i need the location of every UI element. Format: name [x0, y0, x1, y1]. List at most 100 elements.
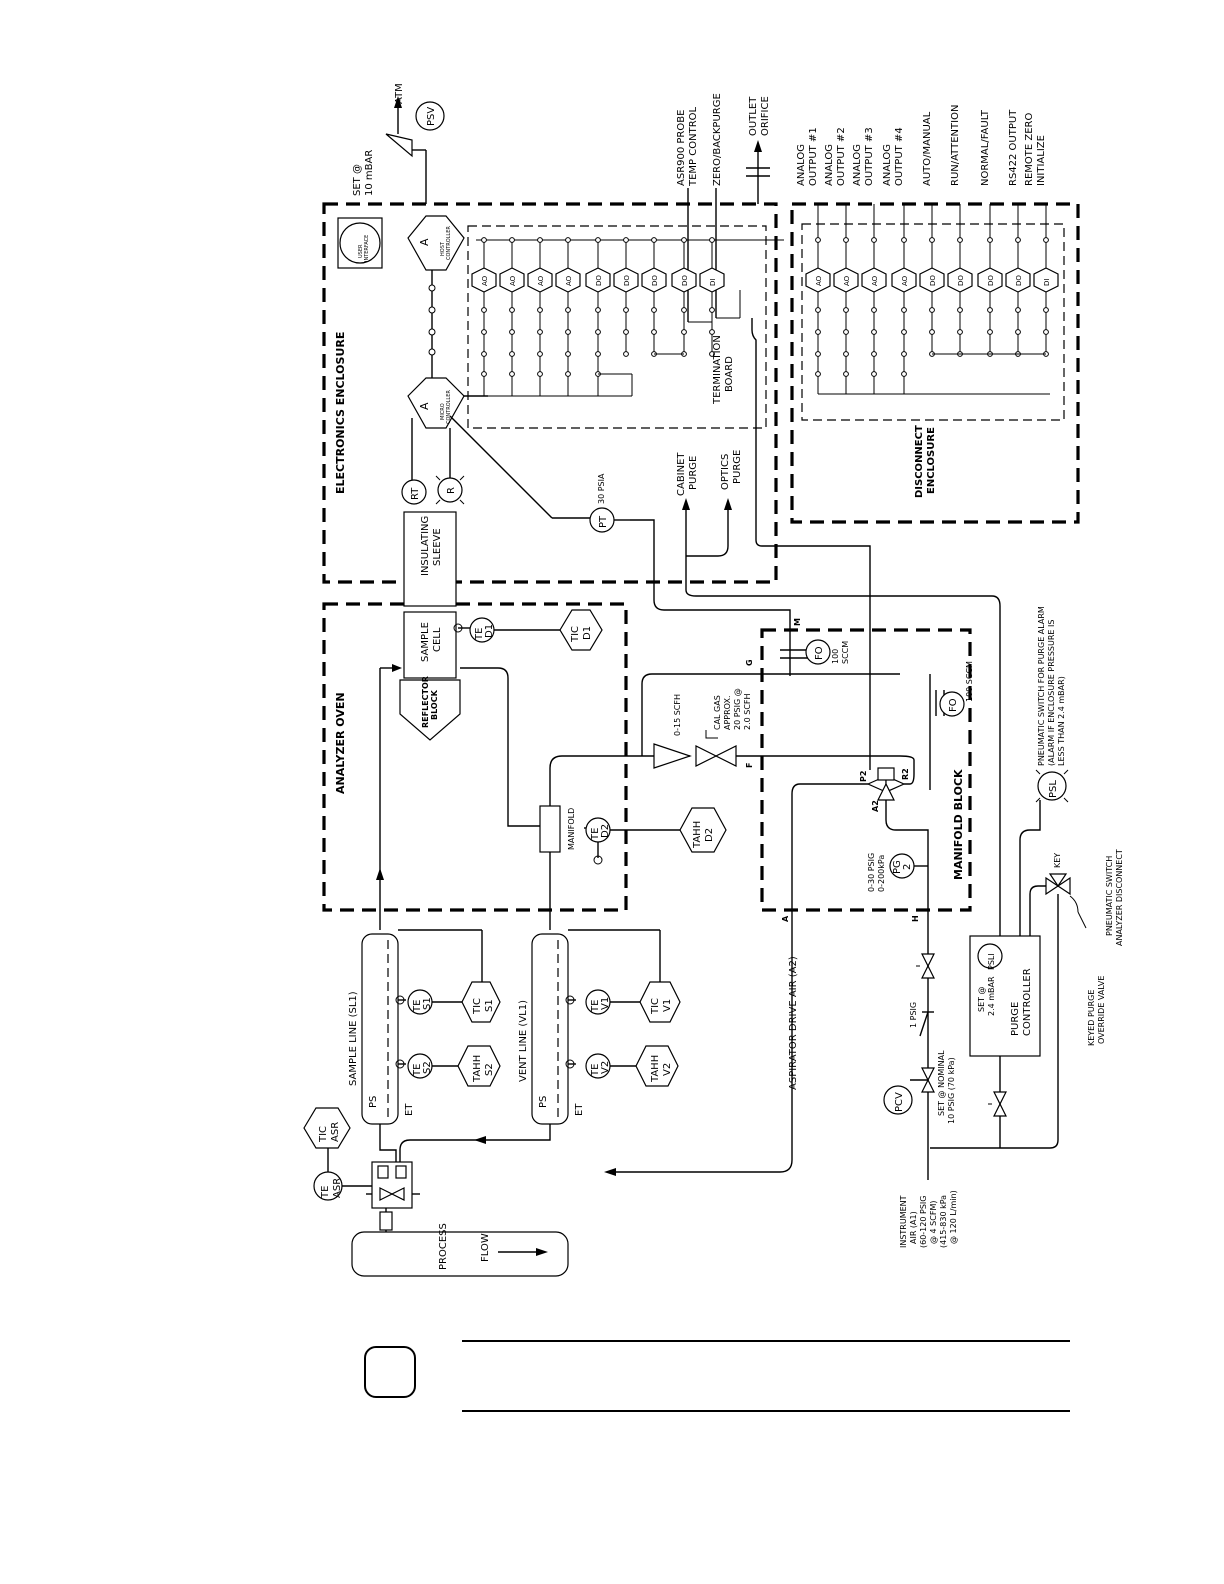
vent-line-label: VENT LINE (VL1) — [518, 1000, 529, 1082]
instrument-air-label: INSTRUMENTAIR (A1)(60-120 PSIG@ 4 SCFM)(… — [899, 1190, 958, 1248]
port-g-label: G — [745, 659, 754, 666]
tb-terminal-6 — [641, 267, 667, 293]
te-d2-label: TED2 — [590, 824, 611, 841]
optics-purge-label: OPTICSPURGE — [720, 450, 743, 490]
note-rule-top — [462, 1340, 1070, 1342]
manifold-block-boundary — [760, 628, 972, 912]
one-psig-label: 1 PSIG — [909, 1002, 918, 1028]
set-nominal-label: SET @ NOMINAL10 PSIG (70 kPa) — [937, 1050, 956, 1124]
set-24mbar-label: SET @2.4 mBAR — [977, 976, 996, 1016]
te-v1-label: TEV1 — [590, 997, 611, 1013]
fo-1-label: FO — [814, 646, 825, 660]
te-s2-label: TES2 — [412, 1061, 433, 1077]
port-a-label: A — [781, 915, 790, 922]
pcv-label: PCV — [894, 1092, 905, 1112]
port-f-label: F — [745, 763, 754, 768]
dc-terminal-2 — [861, 267, 887, 293]
pt-psia-label: 30 PSIA — [597, 473, 606, 504]
psv-label: PSV — [426, 107, 437, 126]
purge-controller-label: PURGECONTROLLER — [1010, 968, 1033, 1036]
host-controller-label: HOSTCONTROLLER — [440, 226, 452, 260]
atm-arrow-icon — [394, 96, 402, 108]
tb-terminal-1 — [499, 267, 525, 293]
sample-cell — [403, 611, 457, 679]
pt-label: PT — [598, 515, 609, 528]
cal-gas-valve — [714, 745, 737, 767]
tic-asr-controller — [303, 1107, 351, 1149]
te-d1-label: TED1 — [474, 624, 495, 641]
insulating-sleeve-label: INSULATINGSLEEVE — [420, 516, 443, 576]
disconnect-output-2: ANALOGOUTPUT #3 — [852, 127, 875, 186]
key-label: KEY — [1053, 853, 1062, 868]
port-p2-label: P2 — [859, 771, 868, 782]
dc-terminal-7-label: DO — [1015, 275, 1023, 286]
cabinet-purge-arrow-icon — [682, 498, 690, 510]
electronics-enclosure-boundary — [322, 202, 778, 584]
dc-terminal-0-label: AO — [815, 275, 823, 286]
disconnect-output-5: RUN/ATTENTION — [950, 105, 961, 186]
purge-valve — [993, 1091, 1007, 1106]
host-controller-a: A — [418, 238, 431, 246]
termination-board-label: TERMINATIONBOARD — [712, 335, 735, 405]
r-label: R — [446, 487, 457, 494]
tahh-s2-label: TAHHS2 — [472, 1055, 495, 1083]
user-interface-label: USERINTERFACE — [358, 235, 370, 262]
dc-terminal-8 — [1033, 267, 1059, 293]
dc-terminal-4 — [919, 267, 945, 293]
flow-label: FLOW — [480, 1233, 491, 1262]
tb-terminal-7-label: DO — [681, 275, 689, 286]
dc-terminal-5 — [947, 267, 973, 293]
tahh-d2-alarm — [679, 807, 727, 853]
fo-2-label: FO — [948, 698, 959, 712]
tb-terminal-1-label: AO — [509, 275, 517, 286]
dc-terminal-6 — [977, 267, 1003, 293]
dc-terminal-4-label: DO — [929, 275, 937, 286]
fo-1-orifice — [805, 639, 831, 665]
disconnect-output-0: ANALOGOUTPUT #1 — [796, 127, 819, 186]
fo-1-rate: 100SCCM — [831, 641, 850, 664]
disconnect-enclosure-boundary — [790, 202, 1080, 524]
sample-line-tube — [361, 933, 399, 1125]
note-icon — [364, 1346, 416, 1398]
rt-label: RT — [410, 487, 421, 500]
tic-s1-controller — [461, 981, 501, 1023]
disconnect-board-boundary — [801, 223, 1065, 421]
psl-note: PNEUMATIC SWITCH FOR PURGE ALARM(ALARM I… — [1037, 606, 1066, 766]
tahh-v2-label: TAHHV2 — [650, 1055, 673, 1083]
rt-instrument — [401, 479, 427, 505]
keyed-valve — [1045, 876, 1060, 896]
process-pipe — [351, 1231, 569, 1277]
tahh-d2-label: TAHHD2 — [692, 821, 715, 849]
tic-v1-controller — [639, 981, 681, 1023]
tb-terminal-4 — [585, 267, 611, 293]
tb-terminal-0-label: AO — [481, 275, 489, 286]
dc-terminal-3-label: AO — [901, 275, 909, 286]
sample-cell-label: SAMPLECELL — [420, 622, 443, 662]
optics-purge-arrow-icon — [724, 498, 732, 510]
disconnect-output-8: REMOTE ZEROINITIALIZE — [1024, 113, 1047, 186]
sample-line-label: SAMPLE LINE (SL1) — [348, 991, 359, 1086]
tb-terminal-2 — [527, 267, 553, 293]
vent-et-label: ET — [574, 1103, 585, 1116]
dc-terminal-5-label: DO — [957, 275, 965, 286]
tb-terminal-5-label: DO — [623, 275, 631, 286]
disconnect-output-4: AUTO/MANUAL — [922, 111, 933, 186]
analyzer-oven-label: ANALYZER OVEN — [334, 692, 347, 794]
manifold — [539, 805, 561, 853]
dc-terminal-6-label: DO — [987, 275, 995, 286]
manifold-label: MANIFOLD — [567, 808, 576, 850]
pg-number: 2 — [902, 864, 913, 870]
disconnect-output-1: ANALOGOUTPUT #2 — [824, 127, 847, 186]
disconnect-output-6: NORMAL/FAULT — [980, 109, 991, 186]
tb-terminal-2-label: AO — [537, 275, 545, 286]
electronics-enclosure-label: ELECTRONICS ENCLOSURE — [334, 332, 347, 494]
vent-line-tube — [531, 933, 569, 1125]
supply-valve — [921, 953, 935, 968]
outlet-orifice-label: OUTLETORIFICE — [748, 96, 771, 136]
pg-range-label: 0-30 PSIG0-200kPa — [867, 853, 886, 892]
micro-controller-label: MICROCONTROLLER — [440, 390, 452, 424]
tic-v1-label: TICV1 — [650, 998, 673, 1015]
